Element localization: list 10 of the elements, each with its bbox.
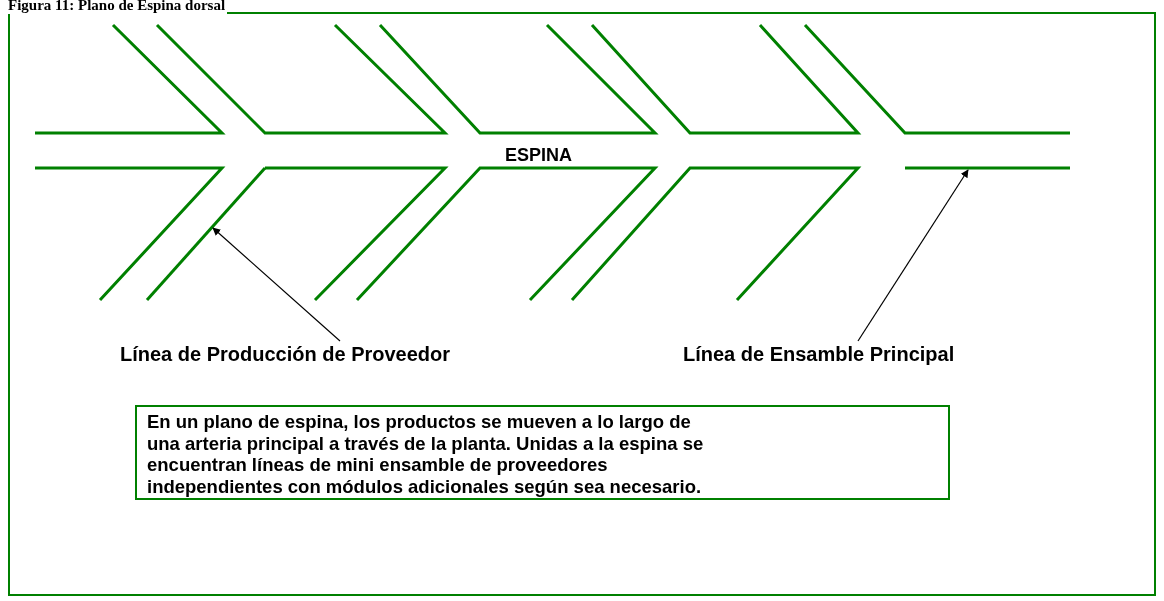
leader-line (857, 169, 969, 342)
line-label: Línea de Ensamble Principal (683, 343, 955, 366)
spine-label: ESPINA (505, 145, 573, 166)
note-text: En un plano de espina, los productos se mueven a lo largo de una arteria principal a través de la planta. Unidas a la espina se encuentran líneas de mini ensamble de proveedores independientes con módulos adicionales según sea necesario. (147, 411, 705, 497)
figure-title: Figura 11: Plano de Espina dorsal (6, 0, 228, 14)
branch-line (145, 167, 267, 301)
note-box (135, 405, 950, 500)
leader-line (212, 227, 341, 342)
line-label: Línea de Producción de Proveedor (120, 343, 451, 366)
spine-line (905, 166, 1070, 170)
